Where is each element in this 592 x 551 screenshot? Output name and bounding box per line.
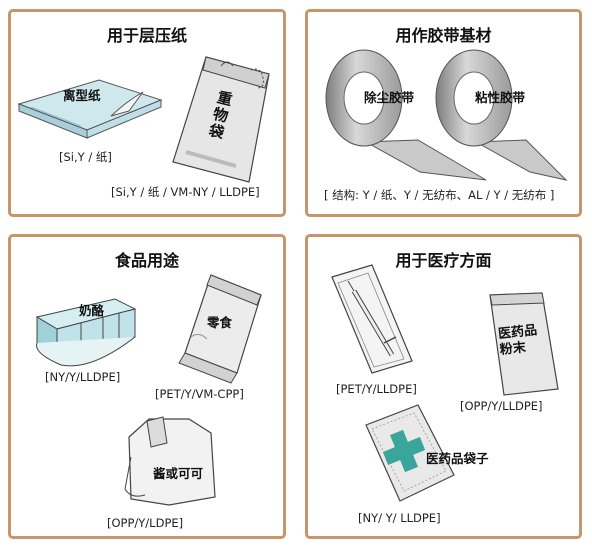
cheese-box-icon: [35, 298, 137, 367]
label-adhesive-tape: 粘性胶带: [475, 90, 526, 105]
label-snack: 零食: [207, 315, 233, 330]
syringe-pack-icon: [331, 264, 413, 374]
panel-title: 食品用途: [114, 251, 179, 270]
heavy-bag-icon: [172, 56, 270, 183]
label-sauce: 酱或可可: [153, 466, 204, 481]
panel-title: 用于医疗方面: [395, 251, 492, 270]
label-release-paper: 离型纸: [63, 88, 101, 103]
label-medical-bag: 医药品袋子: [426, 451, 489, 466]
panel-tape-base: 用作胶带基材 除尘胶带 粘性胶带 [ 结构: Y / 纸、Y / 无纺布、AL …: [305, 9, 582, 217]
label-dust-tape: 除尘胶带: [364, 90, 415, 105]
panel-title: 用于层压纸: [106, 26, 187, 45]
caption-syringe: [PET/Y/LLDPE]: [336, 382, 417, 396]
label-cheese: 奶酪: [79, 303, 105, 318]
caption-powder: [OPP/Y/LLDPE]: [460, 399, 543, 413]
caption-medical-bag: [NY/ Y/ LLDPE]: [358, 511, 441, 525]
sauce-bag-icon: [124, 416, 216, 506]
snack-bag-icon: [178, 274, 262, 384]
label-powder: 医药品粉末: [497, 323, 538, 359]
medical-bag-icon: [365, 404, 455, 502]
caption-heavy-bag: [Si,Y / 纸 / VM-NY / LLDPE]: [111, 185, 260, 199]
panel-medical: 用于医疗方面 医药品粉末 医药品袋子 [PET/Y/LLDPE] [OPP/Y/…: [305, 234, 582, 539]
powder-packet-icon: [489, 292, 559, 396]
panel-food: 食品用途 奶酪 零食 酱或可可 [NY/Y/LLDPE] [PET/Y/VM-C…: [8, 234, 286, 539]
release-paper-icon: [17, 79, 163, 139]
tape-roll-icon: [325, 49, 568, 181]
caption-release-paper: [Si,Y / 纸]: [59, 150, 112, 164]
caption-cheese: [NY/Y/LLDPE]: [45, 370, 121, 384]
panel-title: 用作胶带基材: [395, 26, 492, 45]
caption-snack: [PET/Y/VM-CPP]: [155, 387, 244, 401]
caption-tape-structure: [ 结构: Y / 纸、Y / 无纺布、AL / Y / 无纺布 ]: [324, 188, 555, 202]
panel-laminated-paper: 用于层压纸 离型纸 重物袋 [Si,Y / 纸] [Si,Y / 纸 / VM-…: [8, 9, 286, 217]
caption-sauce: [OPP/Y/LDPE]: [107, 516, 184, 530]
